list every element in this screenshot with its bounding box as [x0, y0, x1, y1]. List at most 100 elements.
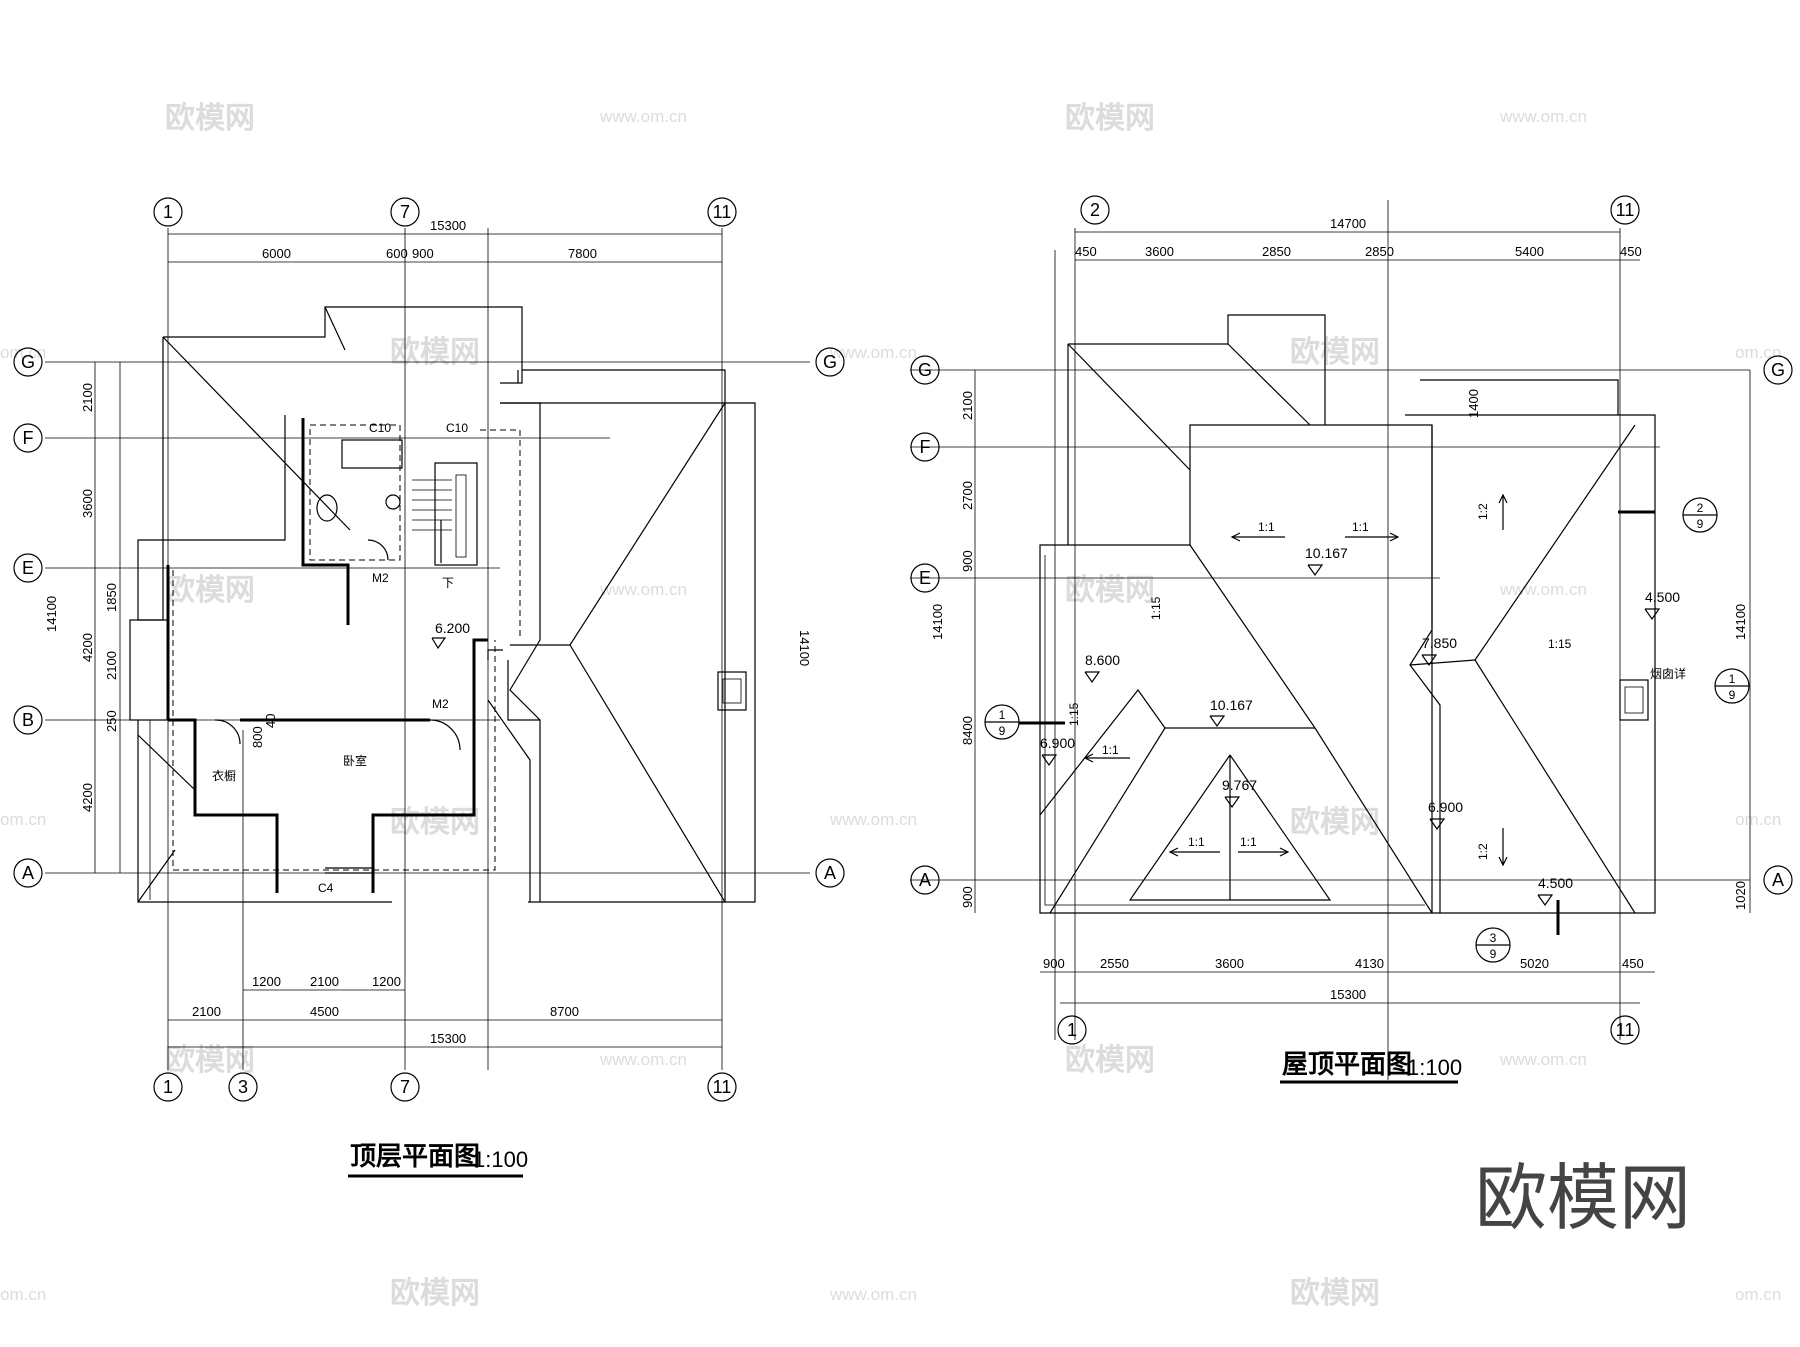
slope-label: 1:1: [1258, 520, 1275, 534]
dimension-text: 6000: [262, 246, 291, 261]
watermark-url: om.cn: [0, 343, 46, 362]
slope-label: 1:1: [1352, 520, 1369, 534]
detail-number: 1: [1729, 672, 1736, 686]
axis-label: A: [919, 870, 931, 890]
slope-label: 1:15: [1067, 702, 1081, 726]
watermark-brand: 欧模网: [390, 806, 480, 839]
slope-label: 1:15: [1548, 637, 1572, 651]
axis-label: 1: [1067, 1020, 1077, 1040]
window-label: C10: [369, 421, 391, 435]
dimension-text: 3600: [80, 489, 95, 518]
watermark-url: om.cn: [0, 1285, 46, 1304]
window-label: C4: [318, 881, 334, 895]
axis-label: E: [919, 568, 931, 588]
dimension-text: 450: [1075, 244, 1097, 259]
watermark-brand: 欧模网: [1065, 574, 1155, 607]
watermark-brand: 欧模网: [1290, 806, 1380, 839]
left-dimension-lines: [94, 233, 722, 1048]
dimension-text: 450: [1622, 956, 1644, 971]
right-roof-outline: [1039, 314, 1656, 914]
dimension-text: 1850: [104, 583, 119, 612]
dimension-text: 3600: [1145, 244, 1174, 259]
slope-label: 1:1: [1102, 743, 1119, 757]
elevation-mark: 9.767: [1222, 777, 1257, 793]
detail-sheet: 9: [1490, 947, 1497, 961]
elevation-mark: 7.850: [1422, 635, 1457, 651]
left-room-labels: C10 C10 M2 下 M2 C4 衣橱 卧室 800 40 6.200: [212, 421, 470, 895]
watermark-url: www.om.cn: [599, 580, 687, 599]
chimney-label: 烟囱详: [1650, 666, 1686, 681]
dimension-text: 15300: [430, 218, 466, 233]
dimension-text: 4200: [80, 633, 95, 662]
dimension-text: 4500: [310, 1004, 339, 1019]
watermark-brand: 欧模网: [165, 574, 255, 607]
dimension-text: 1020: [1733, 881, 1748, 910]
dimension-text: 2100: [310, 974, 339, 989]
dimension-text: 900: [412, 246, 434, 261]
watermark-brand: 欧模网: [1065, 1044, 1155, 1077]
door-label: M2: [372, 571, 389, 585]
dimension-text: 8700: [550, 1004, 579, 1019]
elevation-mark: 6.900: [1040, 735, 1075, 751]
watermark-url: www.om.cn: [599, 107, 687, 126]
axis-label: 1: [163, 202, 173, 222]
axis-label: E: [22, 558, 34, 578]
stair-down-label: 下: [442, 576, 454, 590]
dimension-text: 250: [104, 710, 119, 732]
axis-label: 11: [713, 1077, 732, 1097]
watermark-url: www.om.cn: [1499, 1050, 1587, 1069]
watermark-url: www.om.cn: [829, 810, 917, 829]
watermark-brand: 欧模网: [390, 1277, 480, 1310]
right-detail-callouts: 2 9 1 9 1 9 3 9: [984, 497, 1750, 963]
axis-label: B: [22, 710, 34, 730]
watermark-brand: 欧模网: [1290, 336, 1380, 369]
axis-label: 3: [238, 1077, 248, 1097]
detail-number: 2: [1697, 501, 1704, 515]
axis-label: G: [823, 352, 837, 372]
dimension-text: 15300: [430, 1031, 466, 1046]
brand-logo: 欧模网: [1475, 1156, 1691, 1240]
axis-label: G: [918, 360, 932, 380]
dimension-text: 14100: [44, 596, 59, 632]
elevation-mark: 10.167: [1210, 697, 1253, 713]
dimension-text: 7800: [568, 246, 597, 261]
dimension-text: 5020: [1520, 956, 1549, 971]
left-grid-lines: [45, 228, 810, 1070]
watermark-url: om.cn: [1735, 343, 1781, 362]
dimension-text: 2100: [192, 1004, 221, 1019]
left-axis-bubbles: 1 7 11 1 3 7 11 G F E B A G A: [13, 197, 845, 1102]
axis-label: 7: [400, 1077, 410, 1097]
elevation-mark: 4.500: [1538, 875, 1573, 891]
dimension-text: 5400: [1515, 244, 1544, 259]
dimension-text: 14700: [1330, 216, 1366, 231]
dimension-text: 1200: [372, 974, 401, 989]
detail-sheet: 9: [999, 724, 1006, 738]
watermark-url: www.om.cn: [829, 1285, 917, 1304]
elevation-mark: 10.167: [1305, 545, 1348, 561]
slope-label: 1:2: [1476, 843, 1490, 860]
axis-label: G: [1771, 360, 1785, 380]
watermark-url: www.om.cn: [1499, 580, 1587, 599]
left-plan: C10 C10 M2 下 M2 C4 衣橱 卧室 800 40 6.200 15…: [13, 197, 845, 1178]
dimension-text: 14100: [1733, 604, 1748, 640]
left-dimension-texts: 15300 6000 600 900 7800 2100 3600 1850 4…: [44, 218, 812, 1046]
right-elevation-marks: 10.167 10.167 8.600 6.900 9.767 7.850 4.…: [1040, 545, 1686, 907]
slope-label: 1:1: [1188, 835, 1205, 849]
dimension-text: 800: [250, 726, 265, 748]
right-axis-bubbles: 2 11 1 11 G F E A G A: [910, 195, 1793, 1045]
right-slope-labels: 1:1 1:1 1:15 1:2 1:15 1:15 1:1 1:1 1:1 1…: [1067, 493, 1572, 867]
dimension-text: 14100: [930, 604, 945, 640]
plan-scale: 1:100: [473, 1147, 528, 1172]
axis-label: G: [21, 352, 35, 372]
dimension-text: 2100: [80, 383, 95, 412]
dimension-text: 4200: [80, 783, 95, 812]
dimension-text: 2700: [960, 481, 975, 510]
slope-label: 1:2: [1476, 503, 1490, 520]
axis-label: A: [824, 863, 836, 883]
watermark-url: www.om.cn: [829, 343, 917, 362]
right-dimension-lines: [974, 231, 1751, 1004]
watermark-brand: 欧模网: [1065, 102, 1155, 135]
watermark-url: om.cn: [1735, 1285, 1781, 1304]
stair-treads: [412, 479, 452, 531]
slope-label: 1:1: [1240, 835, 1257, 849]
